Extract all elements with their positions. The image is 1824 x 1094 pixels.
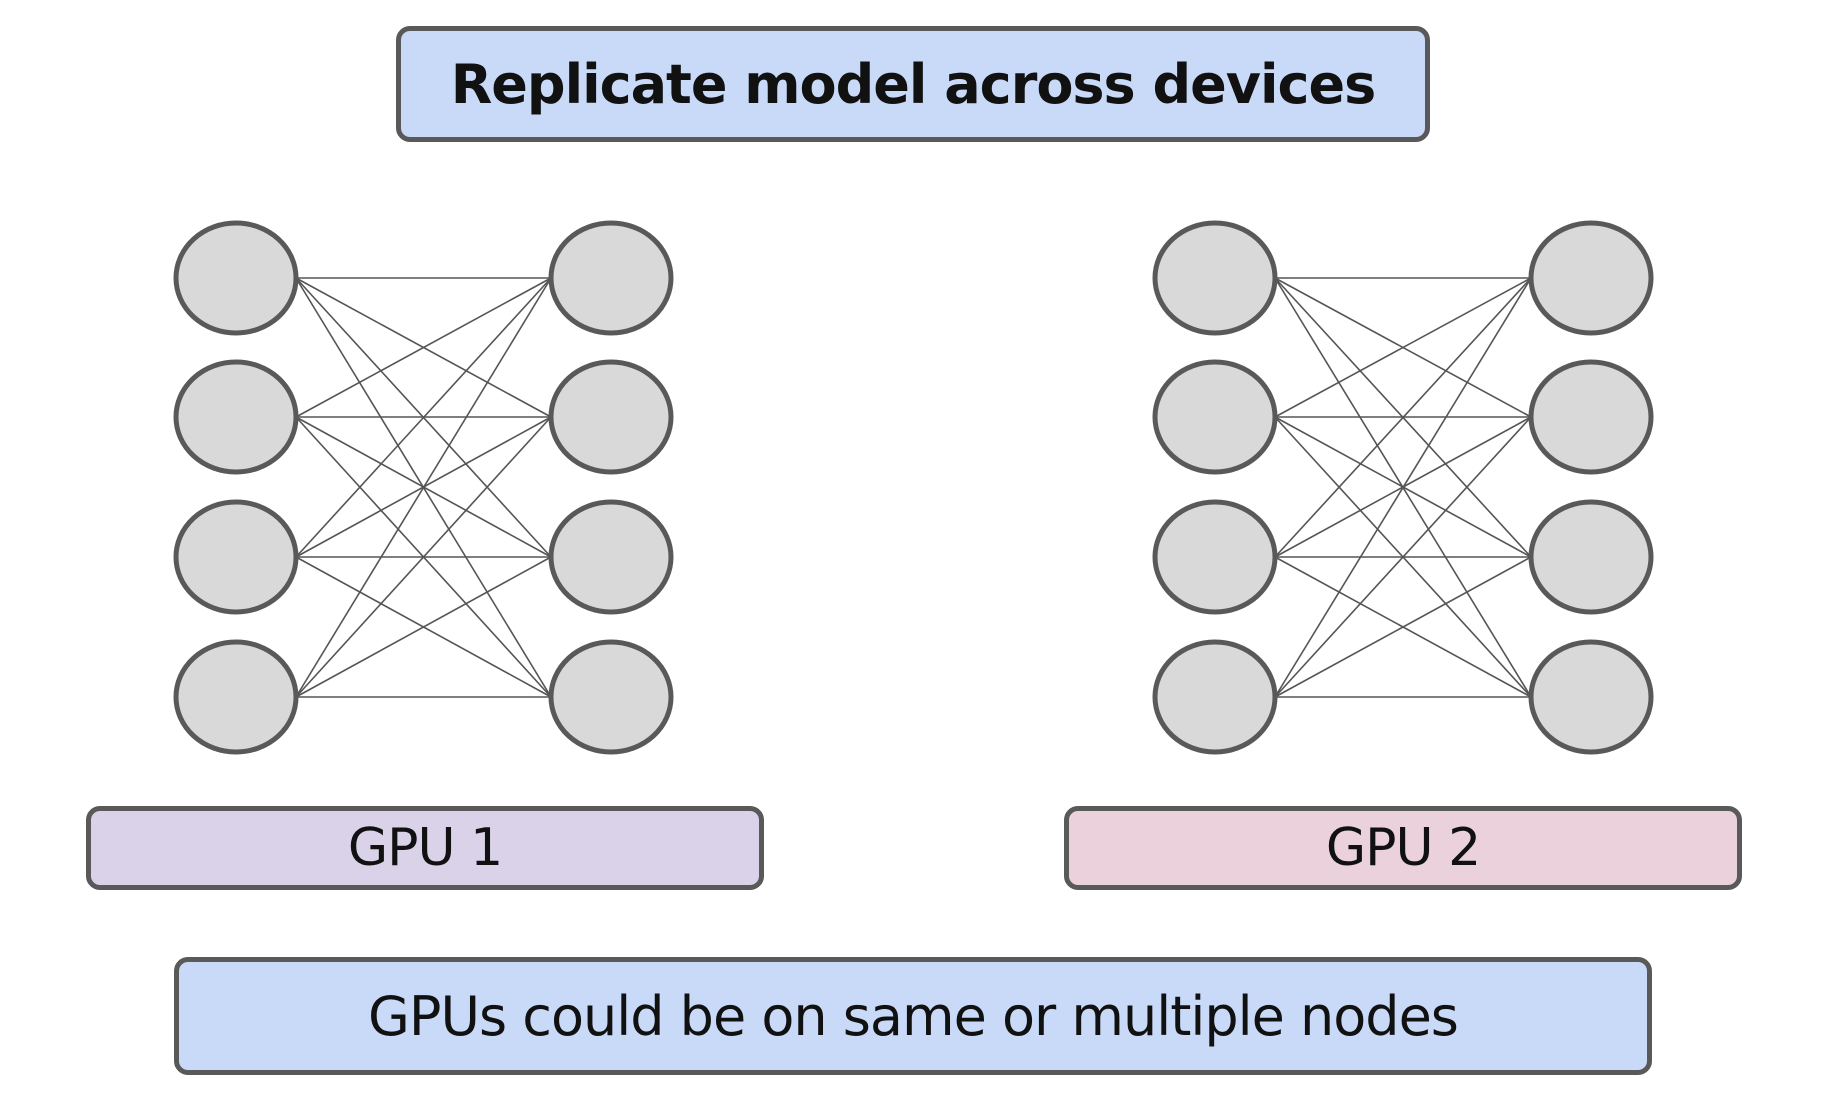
connection-edge (1274, 416, 1532, 698)
input-node (1152, 499, 1278, 615)
connection-edge (295, 556, 552, 698)
output-node (1528, 359, 1654, 475)
input-node (1152, 359, 1278, 475)
output-node (1528, 499, 1654, 615)
input-node (1152, 639, 1278, 755)
neural-network-replica-2 (1152, 220, 1654, 755)
gpu-1-label: GPU 1 (86, 806, 764, 890)
output-node (548, 359, 674, 475)
connection-edge (1274, 556, 1532, 698)
output-node (1528, 220, 1654, 336)
connection-edge (1274, 277, 1532, 558)
connection-edge (295, 277, 552, 698)
input-node (1152, 220, 1278, 336)
diagram-title: Replicate model across devices (396, 26, 1430, 142)
connection-edge (295, 416, 552, 698)
connection-edge (1274, 277, 1532, 418)
output-node (548, 499, 674, 615)
input-node (173, 499, 299, 615)
output-node (1528, 639, 1654, 755)
connection-edge (295, 277, 552, 558)
gpu-2-label: GPU 2 (1064, 806, 1742, 890)
connection-edge (1274, 277, 1532, 698)
input-node (173, 220, 299, 336)
output-node (548, 220, 674, 336)
connection-edge (295, 277, 552, 418)
note-box: GPUs could be on same or multiple nodes (174, 957, 1652, 1075)
input-node (173, 359, 299, 475)
neural-network-replica-1 (173, 220, 674, 755)
input-node (173, 639, 299, 755)
output-node (548, 639, 674, 755)
